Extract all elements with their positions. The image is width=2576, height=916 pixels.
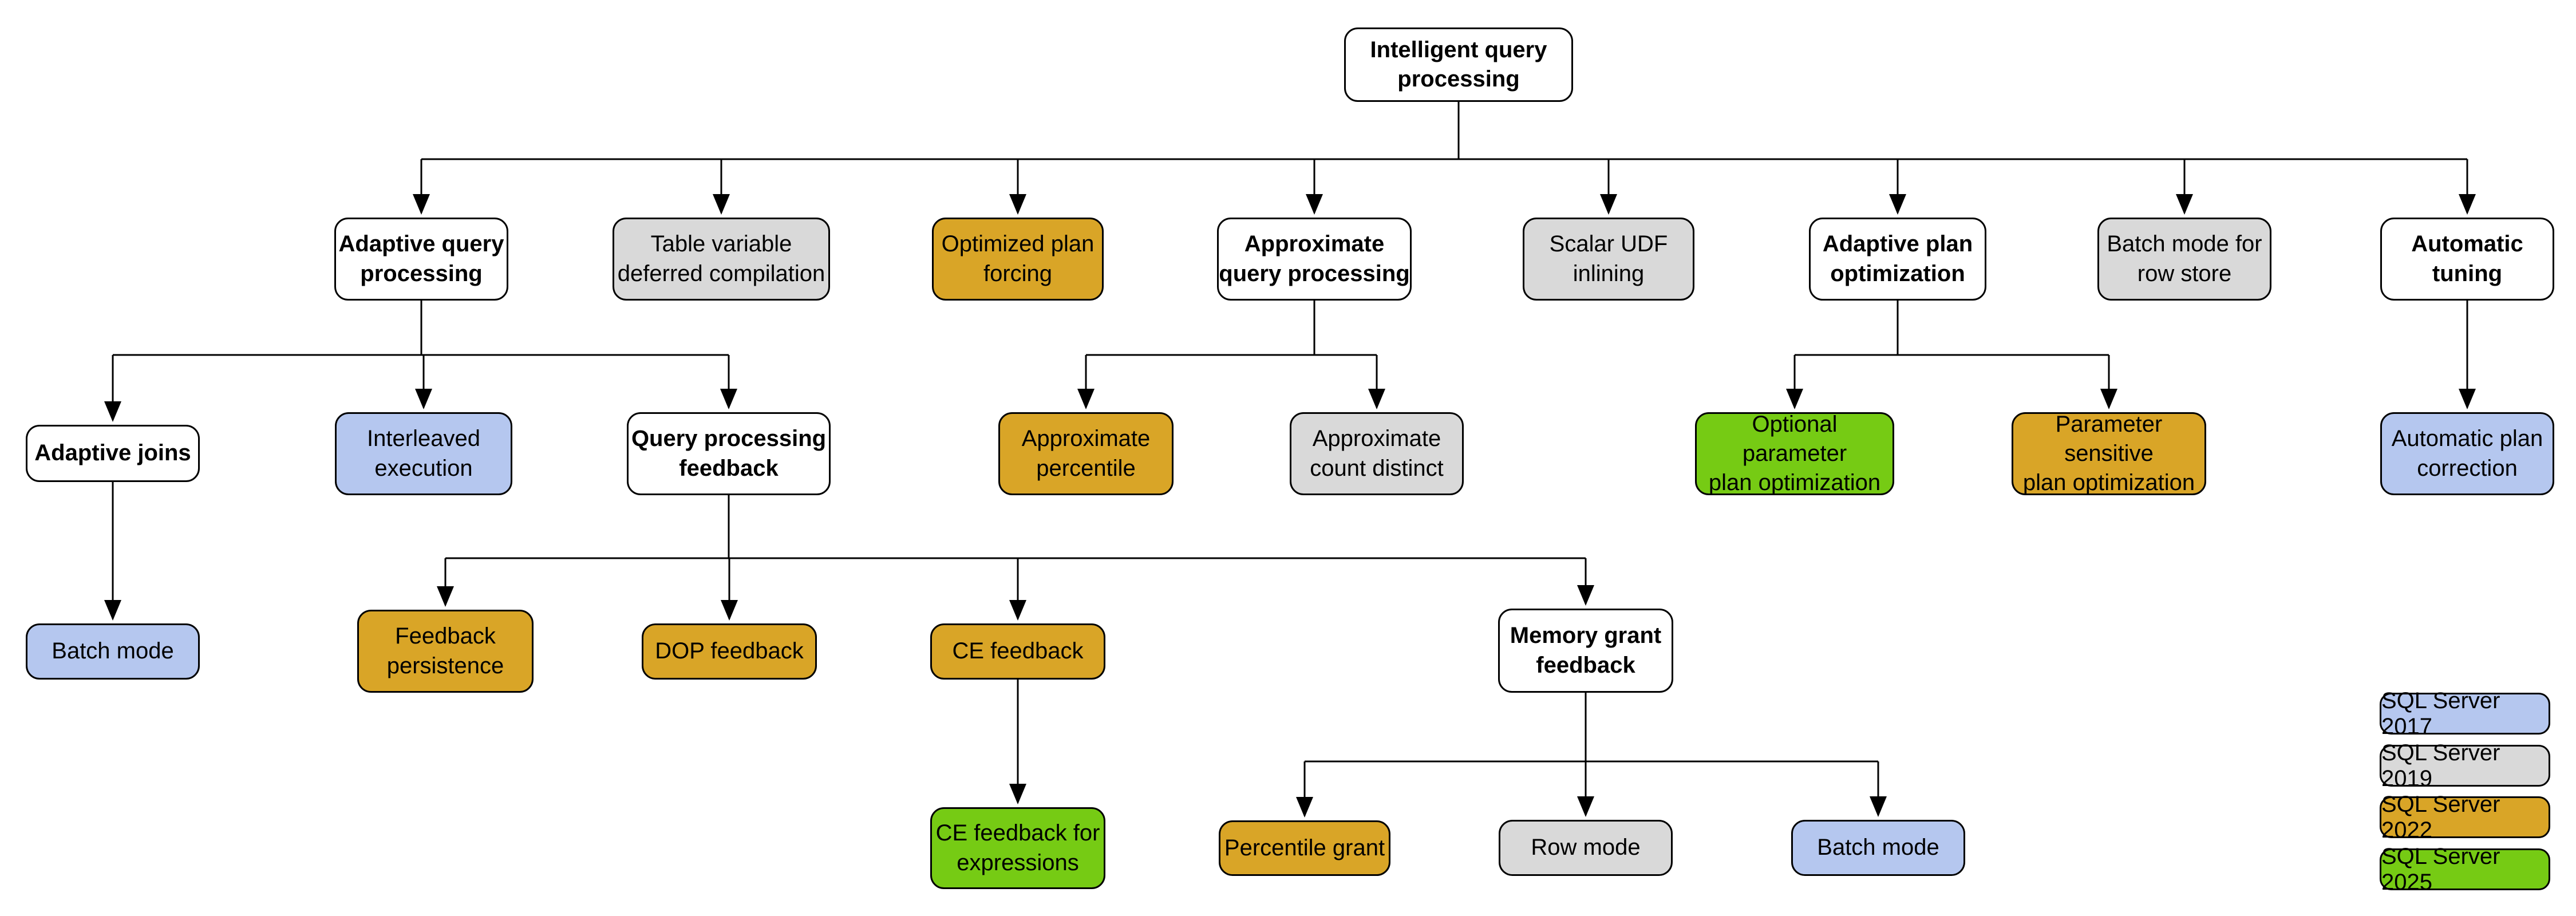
node-automatic-plan-correction: Automatic plan correction: [2380, 412, 2554, 495]
node-automatic-tuning: Automatic tuning: [2380, 218, 2554, 301]
legend-badge-sql-server-2025: SQL Server 2025: [2380, 844, 2550, 895]
node-ce-feedback-for-expressions: CE feedback for expressions: [930, 807, 1105, 889]
node-approximate-count-distinct: Approximate count distinct: [1290, 412, 1464, 495]
legend-badge-sql-server-2022: SQL Server 2022: [2380, 792, 2550, 843]
node-batch-mode-adaptive-joins: Batch mode: [26, 623, 200, 680]
node-parameter-sensitive-plan-optimization: Parameter sensitive plan optimization: [2012, 412, 2206, 495]
node-row-mode: Row mode: [1499, 820, 1673, 876]
node-batch-mode-for-row-store: Batch mode for row store: [2097, 218, 2271, 301]
node-query-processing-feedback: Query processing feedback: [627, 412, 831, 495]
node-adaptive-query-processing: Adaptive query processing: [334, 218, 508, 301]
node-optimized-plan-forcing: Optimized plan forcing: [932, 218, 1104, 301]
node-adaptive-plan-optimization: Adaptive plan optimization: [1809, 218, 1986, 301]
node-batch-mode-memory-grant: Batch mode: [1791, 820, 1965, 876]
node-table-variable-deferred-compilation: Table variable deferred compilation: [613, 218, 830, 301]
node-ce-feedback: CE feedback: [930, 623, 1105, 680]
node-percentile-grant: Percentile grant: [1219, 820, 1390, 876]
node-approximate-query-processing: Approximate query processing: [1217, 218, 1412, 301]
legend-badge-sql-server-2019: SQL Server 2019: [2380, 740, 2550, 791]
node-scalar-udf-inlining: Scalar UDF inlining: [1523, 218, 1694, 301]
node-optional-parameter-plan-optimization: Optional parameter plan optimization: [1695, 412, 1894, 495]
node-adaptive-joins: Adaptive joins: [26, 425, 200, 482]
node-feedback-persistence: Feedback persistence: [357, 610, 534, 693]
node-intelligent-query-processing: Intelligent query processing: [1344, 27, 1573, 102]
node-approximate-percentile: Approximate percentile: [998, 412, 1174, 495]
legend-badge-sql-server-2017: SQL Server 2017: [2380, 688, 2550, 739]
node-interleaved-execution: Interleaved execution: [335, 412, 512, 495]
node-dop-feedback: DOP feedback: [642, 623, 817, 680]
node-memory-grant-feedback: Memory grant feedback: [1498, 609, 1673, 693]
